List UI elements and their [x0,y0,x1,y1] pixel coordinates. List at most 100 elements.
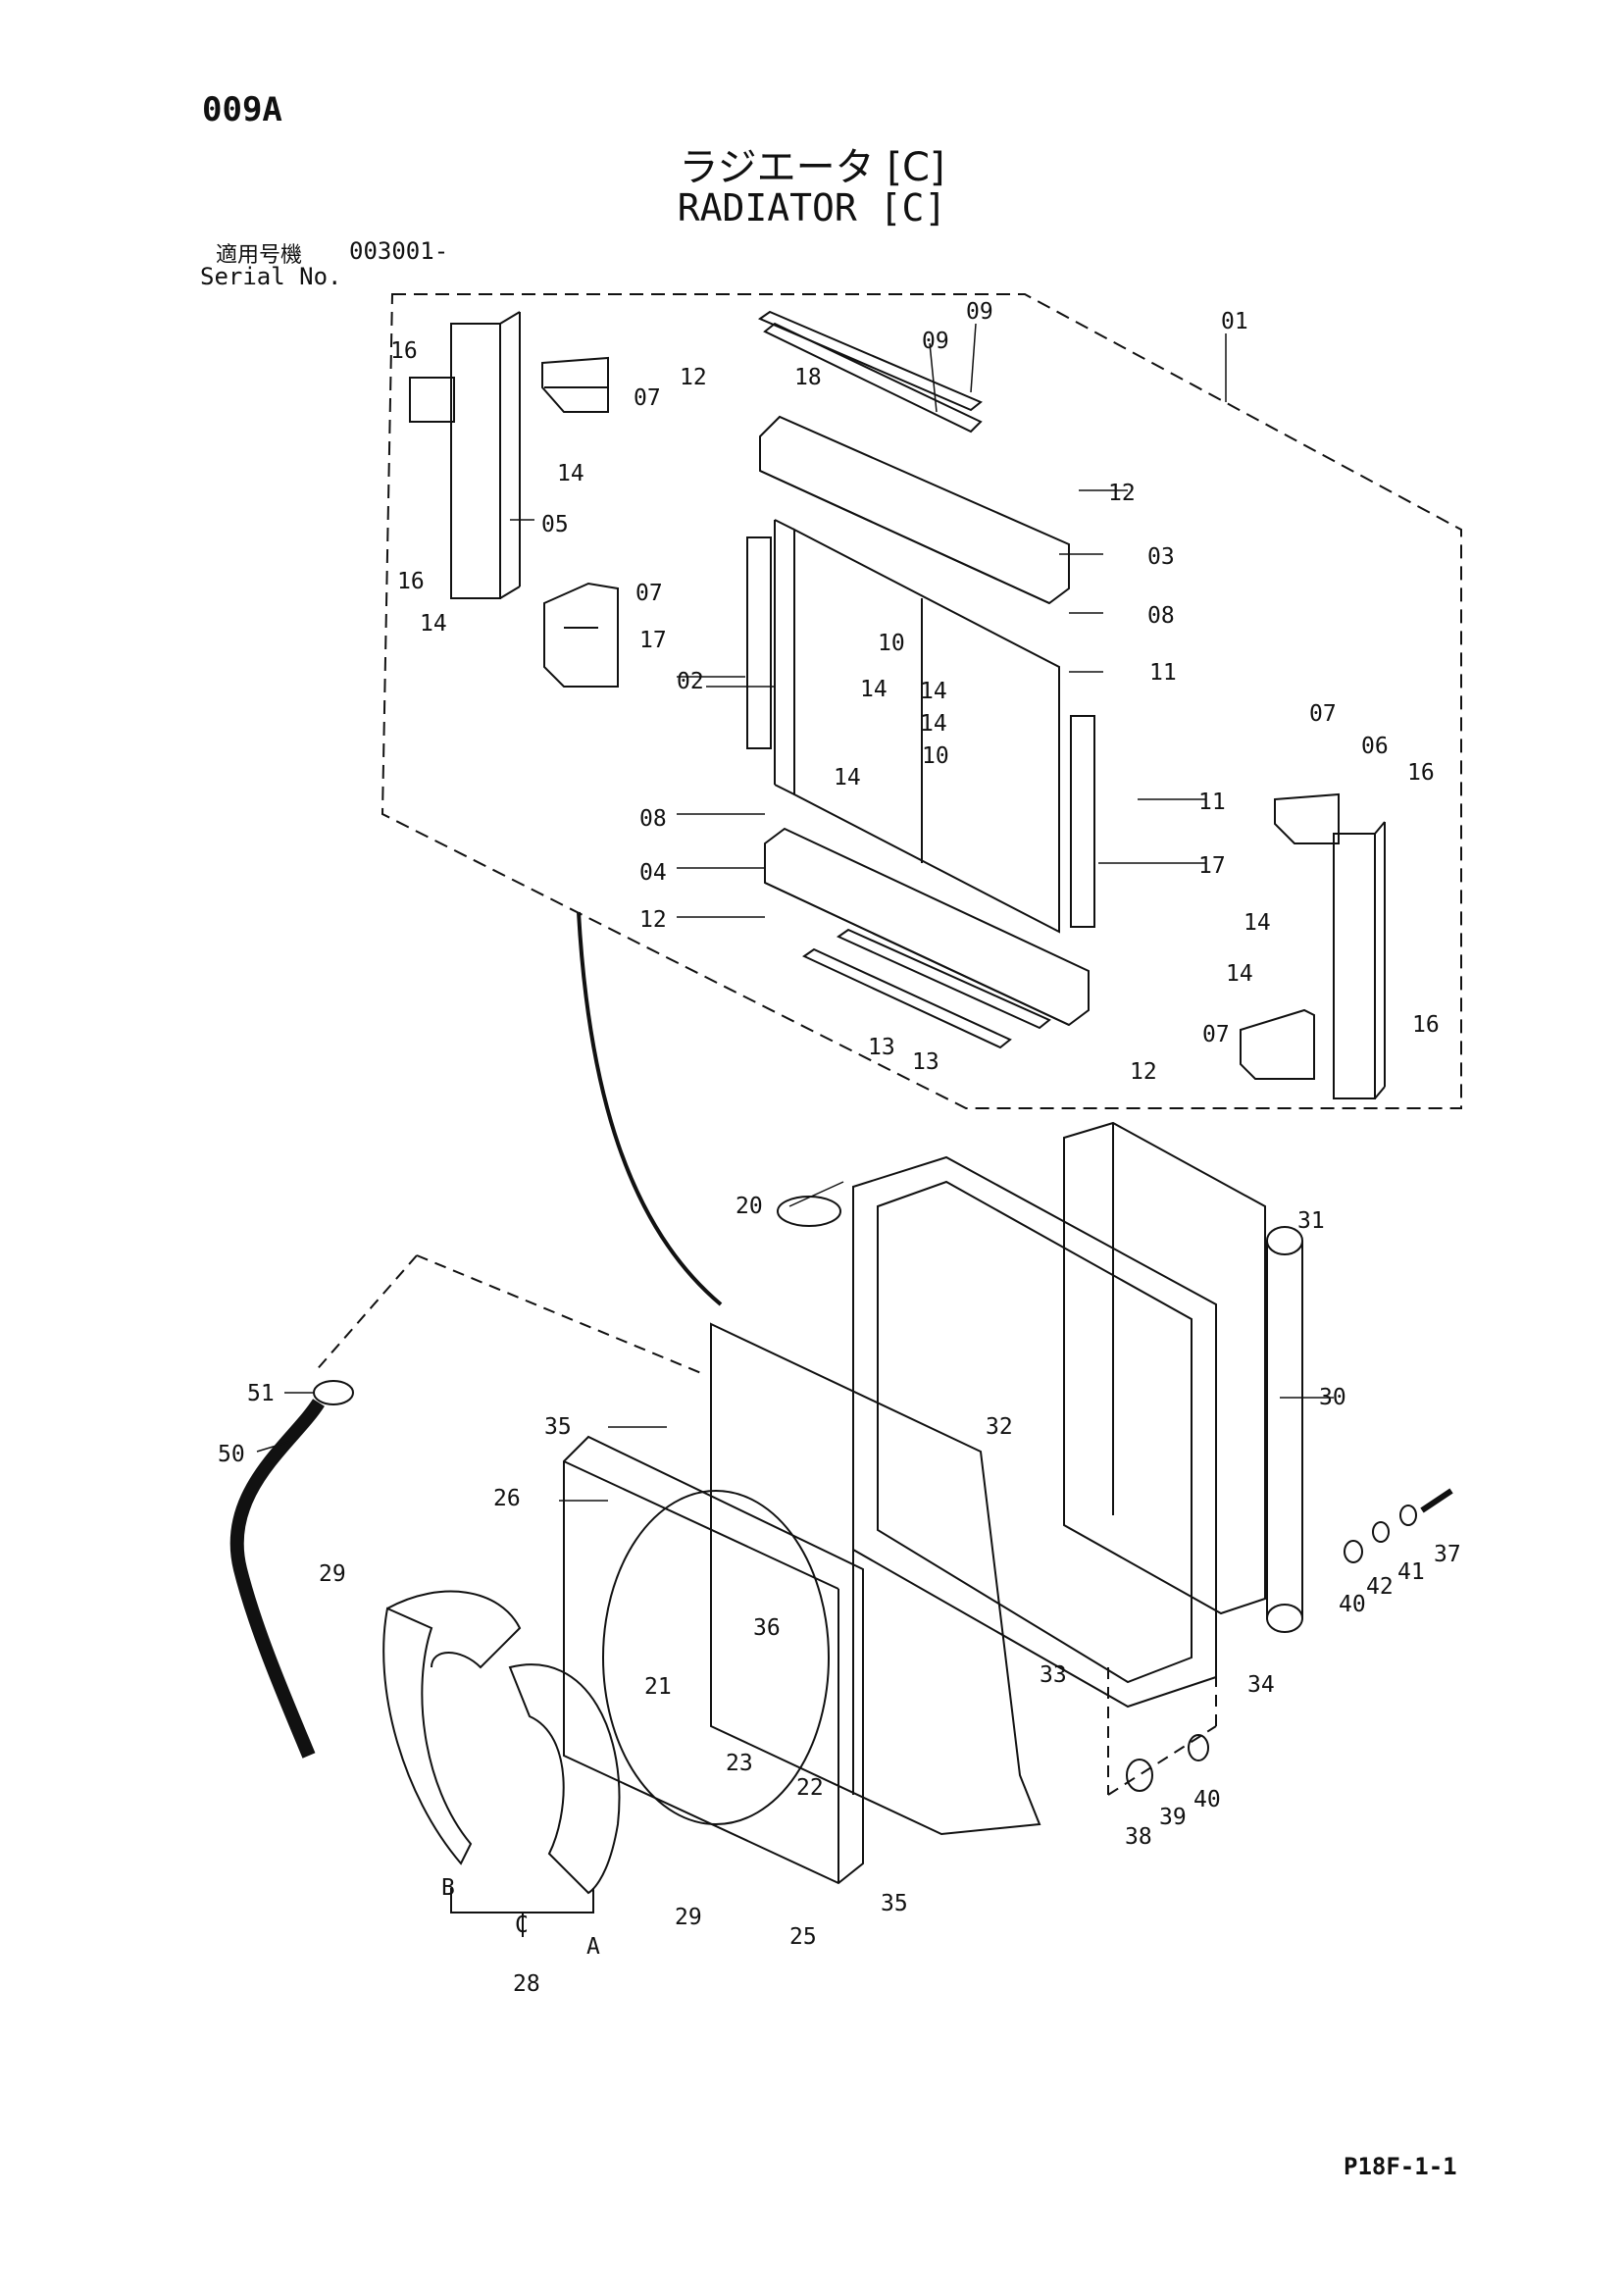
callout-25: 25 [789,1924,817,1950]
side-seal-17-left [746,536,772,749]
callout-42: 42 [1366,1574,1394,1600]
callout-37: 37 [1434,1542,1461,1567]
callout-A: A [586,1934,600,1960]
callout-02: 02 [677,669,704,694]
callout-22: 22 [796,1775,824,1801]
callout-07: 07 [634,385,661,411]
callout-06: 06 [1361,734,1389,759]
side-seal-17-right [1070,715,1095,928]
callout-14: 14 [420,611,447,637]
callout-51: 51 [247,1381,275,1406]
washer-41 [1399,1505,1417,1526]
callout-35: 35 [544,1414,572,1440]
callout-17: 17 [639,628,667,653]
callout-14: 14 [920,679,947,704]
fan-shroud-26 [563,1435,864,1885]
callout-30: 30 [1319,1385,1346,1410]
radiator-cap-20 [777,1196,841,1227]
callout-03: 03 [1147,544,1175,570]
callout-29: 29 [675,1905,702,1930]
oil-cooler-30 [1063,1121,1303,1633]
serial-label-japanese: 適用号機 [216,243,303,268]
right-side-bracket [1333,821,1386,1099]
callout-34: 34 [1247,1672,1275,1698]
upper-tank-03 [759,415,1070,605]
callout-38: 38 [1125,1824,1152,1850]
callout-14: 14 [1226,961,1253,987]
callout-23: 23 [726,1751,753,1776]
callout-32: 32 [986,1414,1013,1440]
callout-12: 12 [1130,1059,1157,1085]
callout-16: 16 [397,569,425,594]
callout-09: 09 [966,299,993,325]
callout-40: 40 [1339,1592,1366,1617]
callout-41: 41 [1397,1559,1425,1585]
callout-04: 04 [639,860,667,886]
callout-21: 21 [644,1674,672,1700]
washer-40-lower [1188,1734,1209,1761]
callout-07: 07 [635,581,663,606]
callout-31: 31 [1297,1208,1325,1234]
callout-12: 12 [680,365,707,390]
assembly-connector-arc [577,911,723,1306]
radiator-assembly-32 [710,1322,1041,1836]
callout-10: 10 [922,743,949,769]
callout-08: 08 [639,806,667,832]
washer-42 [1372,1521,1390,1543]
callout-12: 12 [639,907,667,933]
hose-clamp-51 [313,1380,354,1405]
callout-29: 29 [319,1561,346,1587]
callout-35: 35 [881,1891,908,1916]
drain-plug-38 [1126,1759,1153,1792]
callout-11: 11 [1198,790,1226,815]
callout-16: 16 [1412,1012,1440,1038]
callout-39: 39 [1159,1805,1187,1830]
callout-07: 07 [1309,701,1337,727]
page-code: P18F-1-1 [1344,2153,1457,2180]
callout-16: 16 [1407,760,1435,786]
upper-assembly-boundary [381,293,1462,1109]
callout-14: 14 [920,711,947,737]
callout-14: 14 [860,677,888,702]
serial-label-english: Serial No. [200,263,342,290]
callout-16: 16 [390,338,418,364]
callout-33: 33 [1040,1662,1067,1688]
callout-07: 07 [1202,1022,1230,1047]
left-side-bracket [409,311,521,599]
top-strip-09b [763,322,983,434]
callout-26: 26 [493,1486,521,1511]
mount-bracket-07-right-lower [1240,1008,1315,1080]
callout-14: 14 [834,765,861,791]
callout-11: 11 [1149,660,1177,686]
callout-B: B [441,1875,455,1901]
lower-tank-04 [764,827,1090,1027]
title-english: RADIATOR [C] [677,186,947,230]
bottom-strip-13a [802,947,1012,1049]
callout-13: 13 [868,1035,895,1060]
title-japanese: ラジエータ [C] [679,145,945,190]
bolt-37 [1420,1488,1453,1513]
callout-17: 17 [1198,853,1226,879]
callout-08: 08 [1147,603,1175,629]
frame-33 [852,1155,1217,1709]
callout-13: 13 [912,1049,939,1075]
top-strip-09a [757,310,983,412]
callout-20: 20 [736,1194,763,1219]
washer-40-right [1344,1540,1363,1563]
callout-09: 09 [922,329,949,354]
callout-12: 12 [1108,481,1136,506]
mount-bracket-07-right-upper [1274,792,1340,844]
callout-05: 05 [541,512,569,537]
bottom-strip-13b [836,928,1051,1030]
callout-40: 40 [1193,1787,1221,1812]
serial-number-value: 003001- [349,237,449,265]
callout-18: 18 [794,365,822,390]
diagram-code: 009A [202,90,282,129]
callout-10: 10 [878,631,905,656]
overflow-hose-50 [229,1399,325,1759]
callout-01: 01 [1221,309,1248,334]
fan-guard-28 [382,1590,621,1895]
radiator-core-02 [774,519,1060,934]
mount-bracket-07-upper [541,356,609,413]
